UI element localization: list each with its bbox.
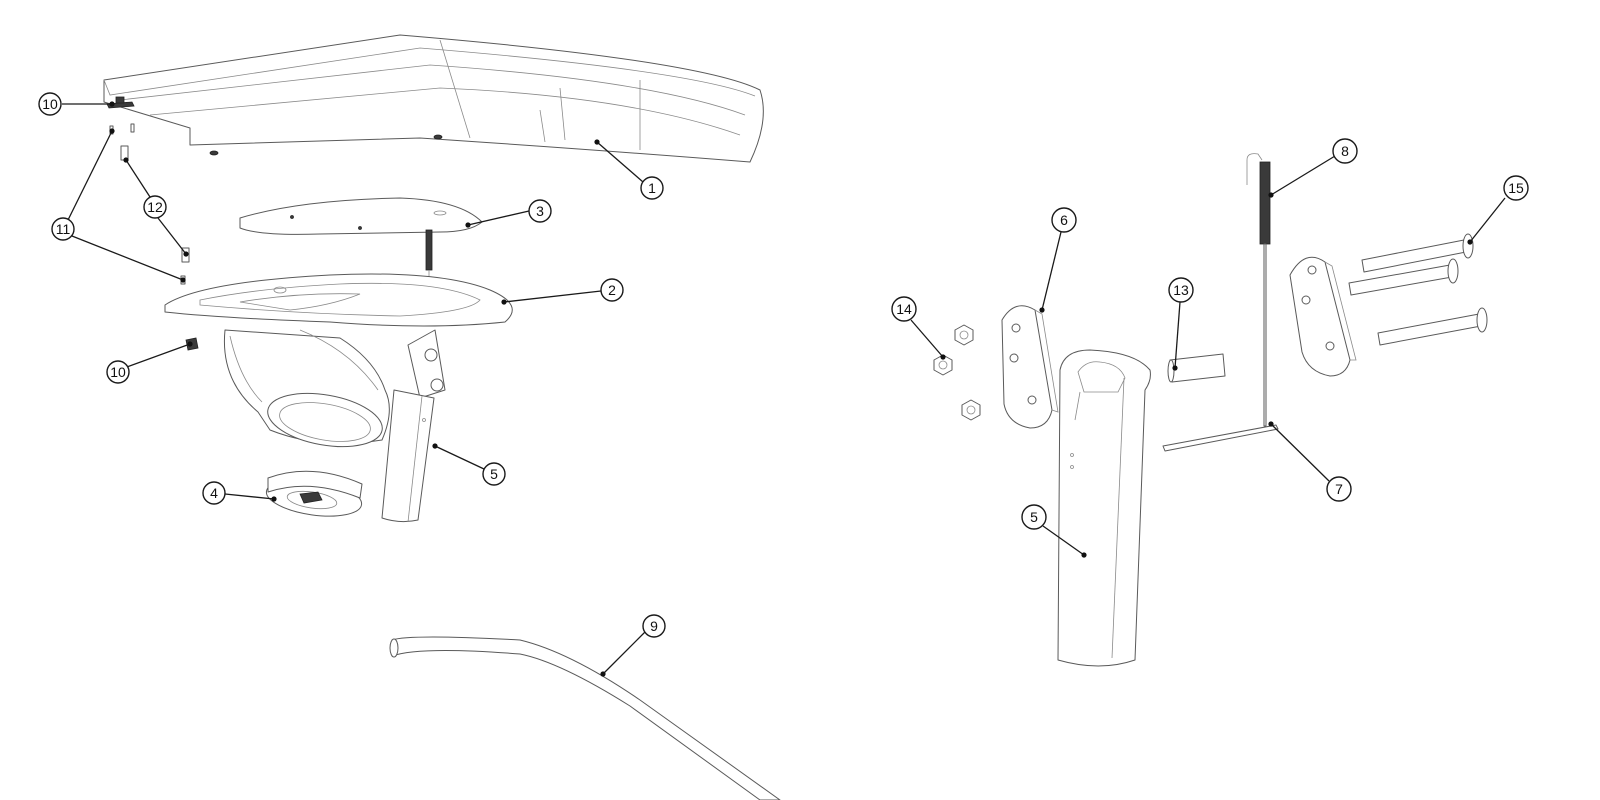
anchor-right-7 [1268,421,1274,427]
svg-text:2: 2 [608,282,616,298]
callout-right-5: 5 [1021,504,1047,530]
leader-left-10b [123,343,191,369]
bushing [1167,353,1226,383]
callout-right-14: 14 [891,296,917,322]
callout-right-13: 13 [1168,277,1194,303]
callout-left-3: 3 [528,199,552,223]
anchor-right-5 [1081,552,1087,558]
callout-right-8: 8 [1332,138,1358,164]
callout-left-11: 11 [51,217,75,241]
svg-text:14: 14 [896,301,912,317]
callout-right-6: 6 [1051,207,1077,233]
callout-right-7: 7 [1326,476,1352,502]
link-plate-left [1001,305,1059,429]
svg-text:7: 7 [1335,481,1343,497]
callout-right-15: 15 [1503,175,1529,201]
anchor-left-10b [187,341,193,347]
anchor-left-3 [465,222,471,228]
left-exploded-view: 10 11 12 1 3 2 10 4 5 9 [38,34,781,800]
svg-text:11: 11 [56,221,71,237]
svg-text:8: 8 [1341,143,1349,159]
svg-text:15: 15 [1508,180,1524,196]
anchor-left-11a [109,128,115,134]
leader-left-11a [67,130,113,221]
anchor-left-2 [501,299,507,305]
svg-text:6: 6 [1060,212,1068,228]
anchor-left-1 [594,139,600,145]
svg-text:5: 5 [1030,509,1038,525]
svg-text:1: 1 [648,180,656,196]
seat-post-left [381,389,435,523]
spring-long [1246,153,1271,425]
anchor-left-12a [123,157,129,163]
seat-plate [239,197,483,235]
leader-left-1 [596,141,644,183]
anchor-left-5 [432,443,438,449]
svg-text:13: 13 [1173,282,1189,298]
anchor-left-11b [180,277,186,283]
leader-left-9 [602,630,647,675]
cap-nut [265,470,363,517]
leader-right-7 [1270,423,1330,482]
anchor-left-12b [183,251,189,257]
callout-left-4: 4 [202,481,226,505]
leader-right-14 [910,319,944,358]
leader-right-15 [1469,197,1506,243]
svg-text:4: 4 [210,485,218,501]
housing-bowl [223,329,390,448]
anchor-left-4 [271,496,277,502]
anchor-right-8 [1268,192,1274,198]
hex-nut-set [933,324,981,421]
anchor-right-6 [1039,307,1045,313]
anchor-left-9 [600,671,606,677]
anchor-right-14 [940,354,946,360]
leader-right-13 [1174,301,1181,369]
seat-cover [103,34,764,163]
leader-left-12b [157,217,187,255]
svg-text:3: 3 [536,203,544,219]
svg-text:9: 9 [650,618,658,634]
bolt-set [1348,233,1488,346]
right-exploded-view: 8 6 14 13 15 7 5 [891,138,1529,667]
callout-left-10a: 10 [38,92,62,116]
leader-left-5 [434,445,485,470]
leader-left-2 [503,290,602,303]
link-plate-right [1289,256,1357,377]
leader-right-8 [1270,155,1336,196]
callout-left-2: 2 [600,278,624,302]
seat-base [164,273,513,327]
leader-left-11b [71,235,184,281]
svg-text:10: 10 [42,96,58,112]
callout-left-1: 1 [640,176,664,200]
anchor-left-10a [109,101,115,107]
callout-left-9: 9 [642,614,666,638]
leader-left-4 [224,493,275,500]
leader-left-12a [125,159,151,198]
svg-text:12: 12 [147,199,163,215]
svg-text:10: 10 [110,364,126,380]
anchor-right-13 [1172,365,1178,371]
leader-right-6 [1041,231,1062,311]
seat-post-right [1057,349,1151,667]
svg-text:5: 5 [490,466,498,482]
tube [389,636,781,800]
leader-left-3 [467,210,530,226]
l-rod [1162,243,1279,452]
anchor-right-15 [1467,239,1473,245]
side-bracket [407,329,446,399]
callout-left-5: 5 [482,462,506,486]
leader-right-5 [1042,525,1085,556]
callout-left-10b: 10 [106,360,130,384]
callout-left-12: 12 [143,195,167,219]
